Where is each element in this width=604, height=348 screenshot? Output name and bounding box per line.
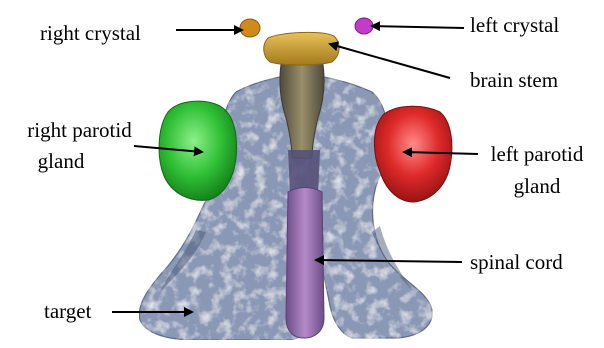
label-left-parotid-line2: gland [476,174,598,199]
label-left-crystal: left crystal [470,13,559,38]
right-crystal [240,19,260,37]
left-parotid-gland [374,106,451,202]
label-right-parotid-line1: right parotid [12,118,147,143]
label-brain-stem: brain stem [470,68,558,93]
label-target: target [44,299,91,324]
spinal-cord [286,188,324,339]
label-right-crystal: right crystal [40,21,141,46]
label-right-parotid-line2: gland [12,149,110,174]
left-crystal [355,18,373,34]
label-spinal-cord: spinal cord [470,250,563,275]
label-left-parotid-line1: left parotid [476,142,598,167]
brain-stem-cap [264,32,339,65]
arrow-left-crystal [372,26,464,28]
arrow-brain-stem [330,44,450,78]
